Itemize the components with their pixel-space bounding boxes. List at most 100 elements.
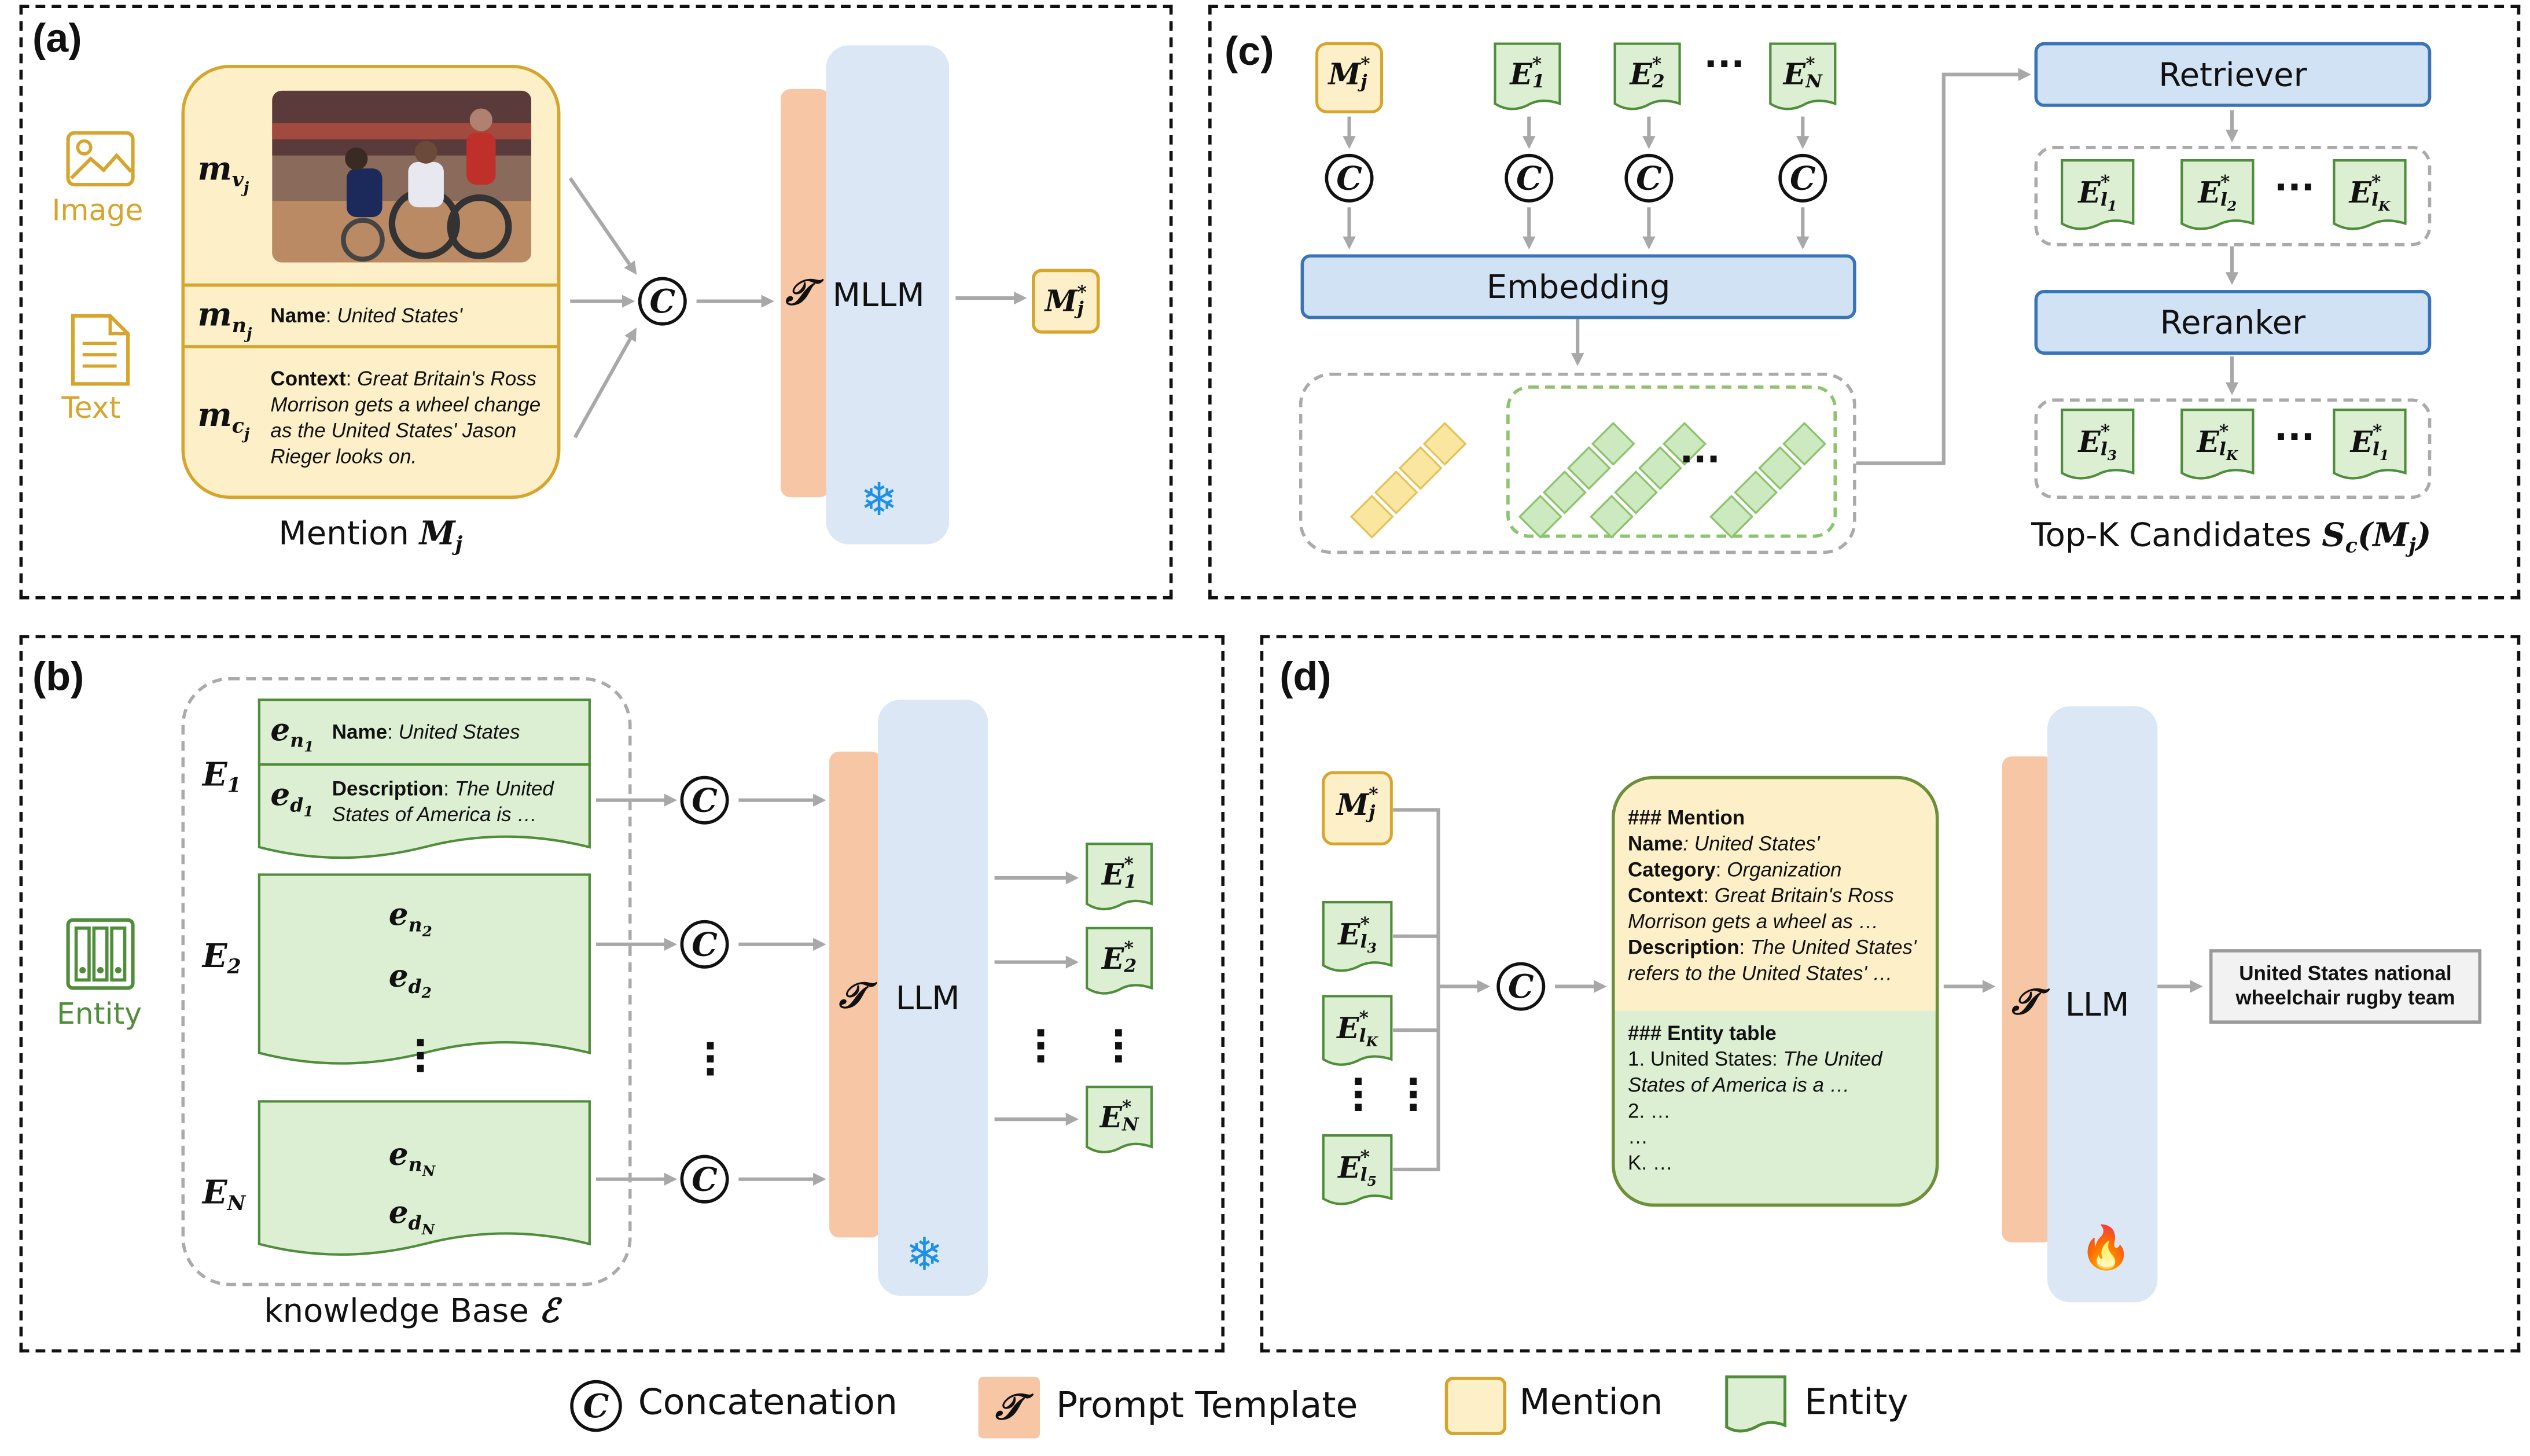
- llm-output-entity: E*1: [1085, 842, 1153, 913]
- entity-embedding-vector: [1782, 421, 1827, 466]
- mllm-bar: [826, 45, 950, 545]
- retrieved-ellipsis: ···: [2274, 168, 2315, 209]
- entity-e1-symbol: E1: [202, 755, 241, 798]
- concat-vertical-ellipsis: ···: [703, 1023, 718, 1095]
- legend-entity-swatch: [1725, 1375, 1787, 1433]
- image-icon: [66, 131, 135, 187]
- input-entity-card: E*2: [1613, 42, 1682, 113]
- retriever-module: Retriever: [2034, 42, 2432, 107]
- mention-context-text: Context: Great Britain's Ross Morrison g…: [270, 367, 541, 468]
- entity-e1-desc-text: Description: The United States of Americ…: [332, 777, 554, 826]
- entity-e1-name-symbol: en1: [270, 712, 314, 757]
- concat-icon: C: [680, 920, 729, 969]
- mllm-output-mention: M*j: [1031, 269, 1100, 334]
- concat-icon: C: [638, 277, 687, 326]
- knowledge-base-caption: knowledge Base ℰ: [264, 1290, 559, 1330]
- panel-a: [19, 5, 1173, 600]
- reranked-candidate: E*l1: [2333, 408, 2407, 483]
- mention-description-line: Description: The United States' refers t…: [1627, 936, 1917, 985]
- embedding-module: Embedding: [1300, 254, 1856, 319]
- prompt-template-bar: [829, 751, 881, 1238]
- mention-embedding-vector: [1349, 494, 1394, 539]
- reranked-candidate: E*lK: [2180, 408, 2255, 483]
- entity-binder-icon: [66, 918, 135, 990]
- concat-icon: C: [1496, 962, 1546, 1011]
- panel-c: [1208, 5, 2521, 600]
- panel-a-label: (a): [32, 16, 82, 62]
- entity-embedding-vector: [1566, 446, 1611, 490]
- reranked-ellipsis: ···: [2274, 418, 2315, 459]
- topk-caption: Top-K Candidates Sc(Mj): [2031, 515, 2432, 558]
- inputs-vertical-ellipsis: ···: [1406, 1059, 1421, 1131]
- prompt-mention-section: ### Mention Name: United States' Categor…: [1628, 805, 1936, 986]
- input-entity-card: E*l5: [1322, 1134, 1393, 1208]
- panel-d: [1260, 635, 2521, 1353]
- snowflake-icon: ❄: [905, 1227, 944, 1282]
- panel-b: [19, 635, 1225, 1353]
- entity-embedding-vector: [1591, 421, 1635, 466]
- reranked-candidates-container: [2034, 398, 2432, 499]
- template-symbol: 𝒯: [2012, 981, 2039, 1024]
- concat-icon: C: [1624, 153, 1674, 203]
- entity-row-3: …: [1627, 1126, 1648, 1149]
- mention-context-symbol: mcj: [197, 395, 250, 443]
- mention-name-text: Name: United States': [270, 304, 462, 328]
- entity-embedding-vector: [1518, 494, 1562, 539]
- embedding-vectors-container: [1299, 372, 1856, 554]
- concat-icon: C: [1505, 153, 1554, 203]
- retrieved-candidate: E*lK: [2333, 159, 2407, 233]
- reranker-module: Reranker: [2034, 290, 2432, 355]
- output-entity-box: United States national wheelchair rugby …: [2209, 949, 2482, 1024]
- entity-vertical-ellipsis: ···: [413, 1020, 428, 1092]
- knowledge-base-container: [181, 676, 632, 1286]
- mention-context-line: Context: Great Britain's Ross Morrison g…: [1627, 884, 1894, 933]
- mention-caption: Mention Mj: [278, 513, 463, 556]
- entity-section-header: ### Entity table: [1627, 1022, 1777, 1045]
- input-entity-card: E*lK: [1322, 995, 1393, 1069]
- legend-template-swatch: 𝒯: [978, 1377, 1040, 1439]
- concat-icon: C: [1325, 153, 1374, 203]
- entity-en-name-symbol: enN: [388, 1137, 436, 1181]
- legend-concat-icon: C: [570, 1380, 622, 1432]
- entity-embedding-vector: [1590, 494, 1634, 539]
- entity-e1-name-text: Name: United States: [332, 720, 520, 744]
- mention-category-line: Category: Organization: [1627, 858, 1842, 881]
- entity-en-symbol: EN: [202, 1172, 246, 1216]
- input-entity-card: E*1: [1494, 42, 1562, 113]
- entity-doc-n: [258, 1100, 591, 1256]
- mention-embedding-vector: [1422, 421, 1467, 466]
- output-vertical-ellipsis: ···: [1111, 1010, 1126, 1082]
- llm-output-entity: E*2: [1085, 926, 1153, 998]
- mention-embedding-vector: [1398, 446, 1443, 490]
- output-vertical-ellipsis: ···: [1033, 1010, 1049, 1082]
- prompt-document: [1612, 775, 1939, 1207]
- reranked-candidate: E*l3: [2060, 408, 2135, 483]
- template-symbol: 𝒯: [785, 272, 813, 315]
- panel-d-label: (d): [1279, 654, 1332, 700]
- entity-embedding-vector: [1638, 446, 1682, 490]
- vectors-ellipsis: ···: [1679, 440, 1720, 481]
- entity-doc-1: [258, 698, 591, 859]
- entity-e2-symbol: E2: [202, 936, 241, 979]
- embedding-vectors: [1349, 421, 1827, 539]
- retrieved-candidates-container: [2034, 145, 2432, 247]
- prompt-entity-section: ### Entity table 1. United States: The U…: [1628, 1020, 1932, 1176]
- legend-mention-swatch: [1444, 1377, 1507, 1435]
- entity-e2-desc-symbol: ed2: [388, 959, 432, 1003]
- mention-visual-symbol: mvj: [197, 149, 249, 197]
- entity-row-k: K. …: [1627, 1152, 1673, 1175]
- mllm-label: MLLM: [832, 275, 925, 315]
- inputs-vertical-ellipsis: ···: [1351, 1059, 1366, 1131]
- legend-template-label: Prompt Template: [1056, 1386, 1358, 1427]
- entity-label: Entity: [56, 998, 142, 1032]
- legend-mention-label: Mention: [1519, 1383, 1663, 1424]
- inputs-ellipsis: ···: [1704, 45, 1745, 86]
- legend-concat-label: Concatenation: [638, 1383, 898, 1424]
- mention-name-line: Name: United States': [1627, 832, 1820, 855]
- text-document-icon: [71, 314, 130, 386]
- legend-entity-label: Entity: [1804, 1383, 1908, 1424]
- mention-section-header: ### Mention: [1627, 806, 1745, 830]
- prompt-template-bar: [781, 89, 830, 498]
- mention-name-symbol: mnj: [197, 295, 252, 343]
